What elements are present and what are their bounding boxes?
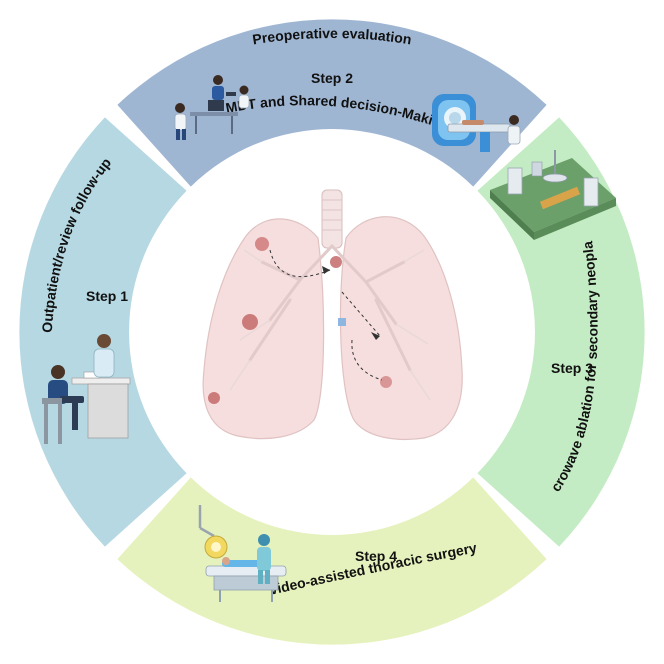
operating-room-icon (490, 150, 616, 240)
step2-label: Step 2 (311, 70, 353, 86)
mdt-meeting-icon (174, 75, 250, 140)
step4-label: Step 4 (355, 548, 397, 564)
doctor-consultation-icon (42, 334, 131, 444)
nodule-marker (208, 237, 392, 404)
lungs-illustration (202, 189, 463, 441)
surgery-icon (198, 505, 287, 602)
ct-scanner-icon (432, 94, 521, 152)
segment-bottom (117, 477, 547, 645)
right-lung-shape (202, 218, 325, 440)
step2-title: Preoperative evaluation (251, 25, 412, 47)
svg-text:Preoperative evaluation: Preoperative evaluation (251, 25, 412, 47)
step1-label: Step 1 (86, 288, 128, 304)
step3-label: Step 3 (551, 360, 593, 376)
